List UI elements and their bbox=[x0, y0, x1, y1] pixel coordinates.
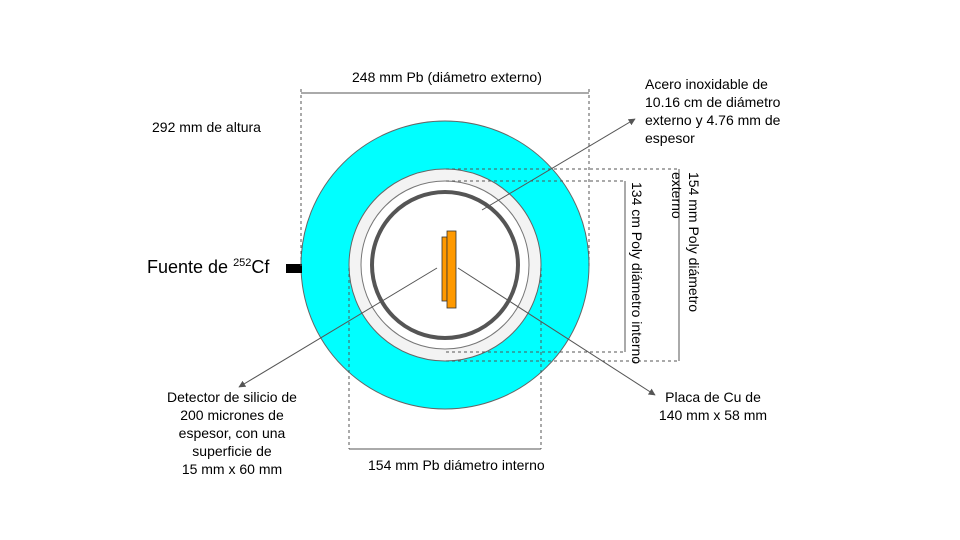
steel-ring bbox=[370, 190, 520, 340]
cu-plate-label-line: 140 mm x 58 mm bbox=[658, 407, 768, 423]
inner-diameter-label: 154 mm Pb diámetro interno bbox=[368, 457, 545, 473]
cf252-source-block bbox=[286, 264, 302, 273]
silicon-detector bbox=[441, 236, 448, 302]
copper-plate bbox=[446, 230, 457, 309]
poly-inner-dimension bbox=[446, 180, 626, 353]
poly-outer-label: 154 mm Poly diámetro externo bbox=[668, 172, 702, 312]
detector-label: Detector de silicio de 200 micrones de e… bbox=[147, 388, 317, 478]
detector-label-line: Detector de silicio de bbox=[167, 389, 297, 405]
poly-inner-label-text: 134 cm Poly diámetro interno bbox=[629, 182, 645, 365]
source-label: Fuente de 252Cf bbox=[147, 257, 270, 277]
poly-outer-label-line: 154 mm Poly diámetro bbox=[686, 172, 702, 313]
steel-label-line: externo y 4.76 mm de bbox=[645, 112, 781, 128]
source-label-suffix: Cf bbox=[251, 257, 270, 277]
detector-label-line: 15 mm x 60 mm bbox=[181, 461, 283, 477]
outer-diameter-dimension bbox=[300, 89, 590, 268]
steel-label: Acero inoxidable de 10.16 cm de diámetro… bbox=[645, 75, 780, 147]
source-label-isotope: 252 bbox=[233, 257, 252, 269]
detector-label-line: 200 micrones de bbox=[180, 407, 284, 423]
steel-label-line: espesor bbox=[645, 130, 695, 146]
poly-inner-label: 134 cm Poly diámetro interno bbox=[628, 182, 645, 364]
cu-leader-arrow bbox=[457, 267, 656, 396]
steel-leader-arrow bbox=[481, 118, 636, 211]
inner-diameter-dimension bbox=[348, 268, 542, 450]
poly-outer-label-line: externo bbox=[669, 172, 685, 219]
detector-label-line: superficie de bbox=[192, 443, 272, 459]
cu-plate-label-line: Placa de Cu de bbox=[665, 389, 761, 405]
outer-diameter-label: 248 mm Pb (diámetro externo) bbox=[352, 69, 542, 85]
cu-plate-label: Placa de Cu de 140 mm x 58 mm bbox=[648, 388, 778, 424]
steel-label-line: Acero inoxidable de bbox=[645, 76, 768, 92]
steel-label-line: 10.16 cm de diámetro bbox=[645, 94, 781, 110]
detector-label-line: espesor, con una bbox=[178, 425, 286, 441]
poly-outer-dimension bbox=[446, 168, 680, 362]
height-label: 292 mm de altura bbox=[152, 119, 261, 135]
detector-leader-arrow bbox=[238, 267, 438, 388]
source-label-prefix: Fuente de bbox=[147, 257, 234, 277]
